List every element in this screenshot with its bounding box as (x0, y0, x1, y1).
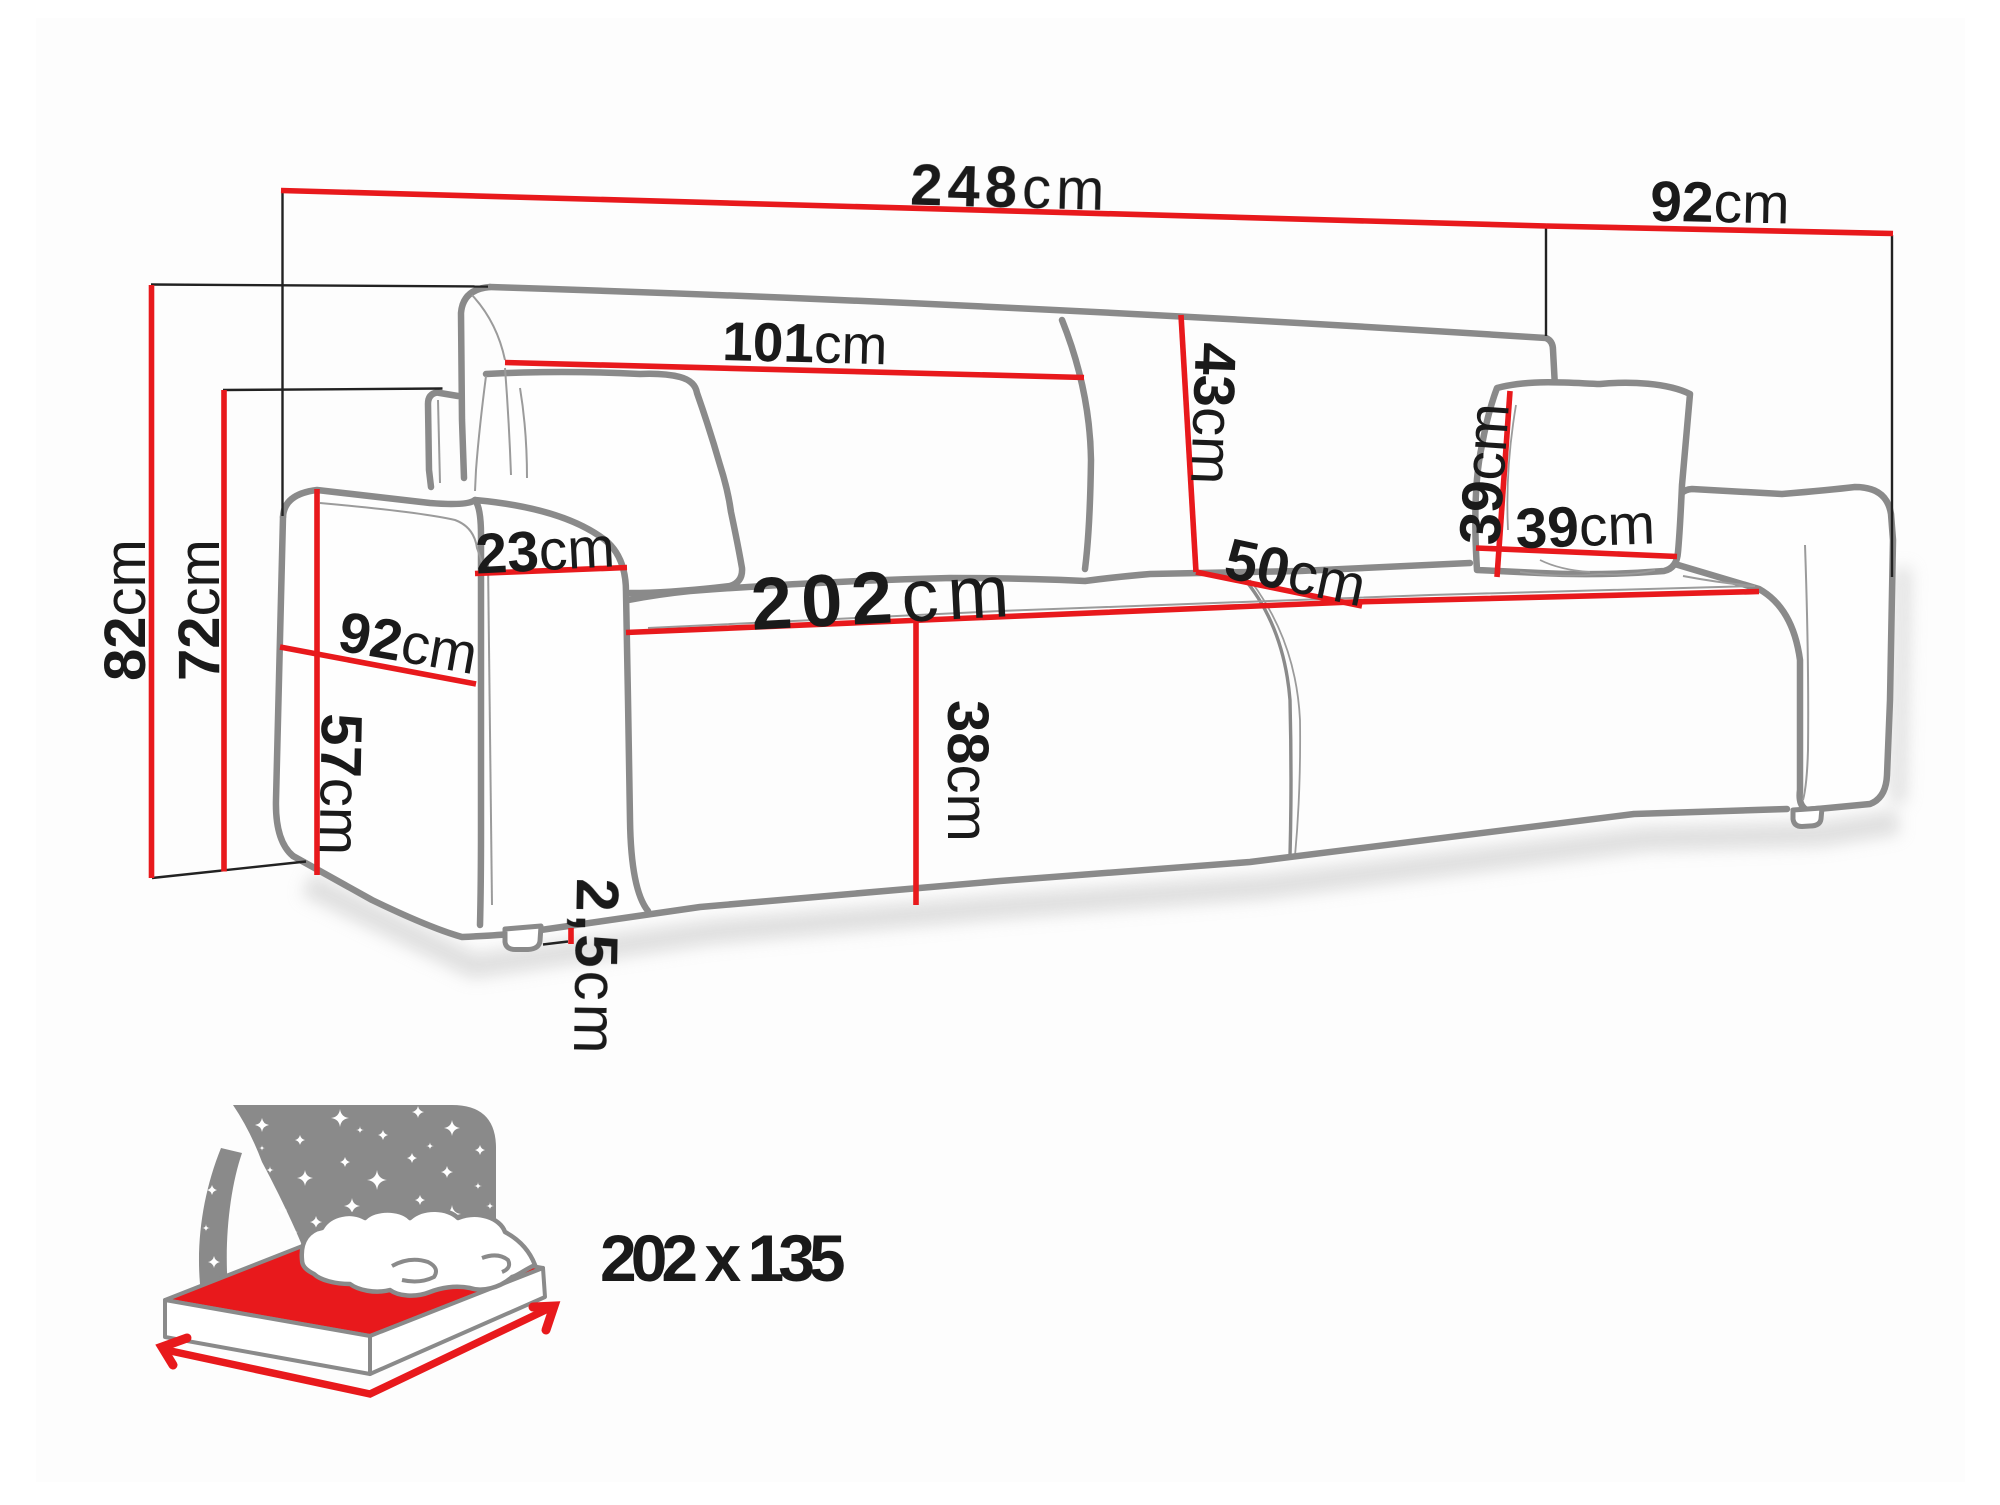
svg-text:82cm: 82cm (93, 539, 158, 681)
svg-text:50cm: 50cm (1219, 526, 1371, 619)
svg-text:92cm: 92cm (334, 600, 482, 687)
svg-text:2,5cm: 2,5cm (561, 878, 631, 1058)
svg-text:202cm: 202cm (749, 549, 1020, 646)
svg-text:57cm: 57cm (307, 713, 374, 856)
svg-text:43cm: 43cm (1178, 342, 1248, 486)
svg-text:72cm: 72cm (167, 539, 232, 681)
svg-text:92cm: 92cm (1650, 170, 1791, 237)
svg-text:39cm: 39cm (1447, 401, 1522, 547)
svg-text:101cm: 101cm (722, 310, 889, 376)
svg-text:202 x 135: 202 x 135 (600, 1221, 844, 1295)
svg-text:39cm: 39cm (1514, 492, 1656, 561)
svg-text:38cm: 38cm (935, 700, 1000, 842)
svg-text:23cm: 23cm (474, 515, 617, 586)
svg-text:248cm: 248cm (909, 153, 1110, 224)
